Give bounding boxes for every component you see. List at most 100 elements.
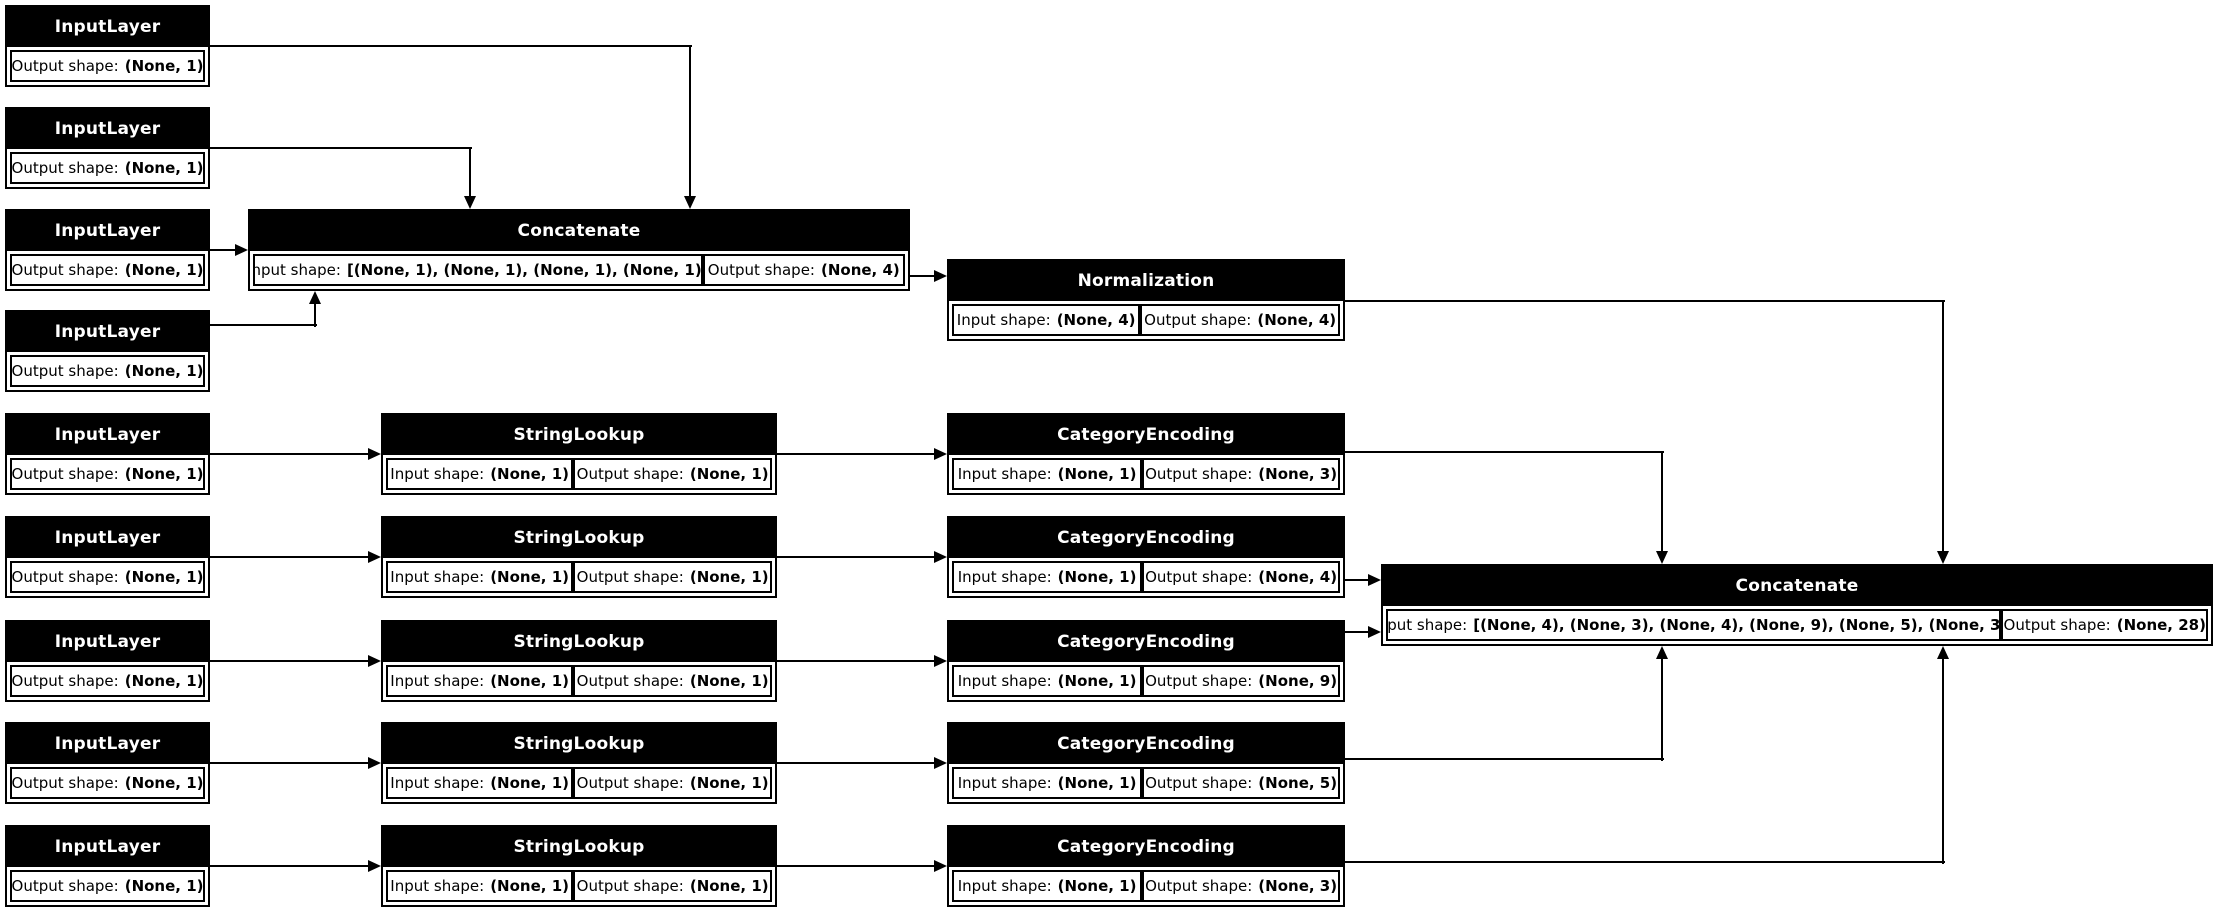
layer-type-label: StringLookup <box>513 734 645 754</box>
layer-type-label: CategoryEncoding <box>1057 734 1235 754</box>
edge-line <box>1942 301 1944 556</box>
shape-label: Input shape: <box>957 877 1052 895</box>
output-shape-cell: Output shape:(None, 4) <box>1140 304 1340 336</box>
shape-value: (None, 4) <box>820 261 900 279</box>
edge-arrowhead-icon <box>934 757 947 769</box>
input-shape-cell: Input shape:(None, 1) <box>386 561 574 593</box>
output-shape-cell: Output shape:(None, 3) <box>1142 458 1340 490</box>
output-shape-cell: Output shape:(None, 1) <box>573 458 772 490</box>
shape-value: (None, 5) <box>1258 774 1338 792</box>
shape-label: Output shape: <box>11 159 119 177</box>
edge-arrowhead-icon <box>1656 551 1668 564</box>
shape-cells-row: Output shape:(None, 1) <box>7 764 208 802</box>
shape-value: (None, 1) <box>124 672 204 690</box>
output-shape-cell: Output shape:(None, 9) <box>1142 665 1340 697</box>
shape-label: Input shape: <box>957 465 1052 483</box>
layer-type-label: InputLayer <box>54 632 161 652</box>
shape-value: [(None, 1), (None, 1), (None, 1), (None,… <box>346 261 703 279</box>
edge-line <box>777 453 939 455</box>
layer-type-label: InputLayer <box>54 528 161 548</box>
layer-type-label: InputLayer <box>54 119 161 139</box>
shape-cells-row: Input shape:(None, 1)Output shape:(None,… <box>383 455 775 493</box>
edge-arrowhead-icon <box>368 757 381 769</box>
output-shape-cell: Output shape:(None, 1) <box>10 254 205 286</box>
shape-value: (None, 4) <box>1257 311 1337 329</box>
shape-value: (None, 1) <box>490 774 569 792</box>
input-shape-cell: Input shape: (None, 1) <box>386 870 574 902</box>
edge-arrowhead-icon <box>464 196 476 209</box>
edge-arrowhead-icon <box>934 860 947 872</box>
shape-value: (None, 1) <box>1057 672 1137 690</box>
shape-cells-row: Input shape:(None, 1)Output shape:(None,… <box>949 558 1343 596</box>
edge-line <box>210 45 692 47</box>
shape-label: Output shape: <box>576 877 684 895</box>
shape-value: (None, 1) <box>124 568 204 586</box>
shape-value: (None, 3) <box>1258 877 1338 895</box>
shape-cells-row: Input shape:[(None, 4), (None, 3), (None… <box>1383 606 2211 644</box>
edge-line <box>1942 656 1944 864</box>
edge-line <box>1345 300 1945 302</box>
edge-line <box>1345 631 1373 633</box>
layer-type-label: Normalization <box>1077 271 1215 291</box>
output-shape-cell: Output shape:(None, 1) <box>10 458 205 490</box>
edge-line <box>210 865 373 867</box>
edge-line <box>1345 451 1664 453</box>
edge-line <box>210 453 373 455</box>
shape-label: Input shape: <box>390 877 485 895</box>
layer-type-label: CategoryEncoding <box>1057 528 1235 548</box>
shape-cells-row: Output shape:(None, 1) <box>7 662 208 700</box>
edge-arrowhead-icon <box>235 244 248 256</box>
edge-arrowhead-icon <box>1368 574 1381 586</box>
shape-value: (None, 1) <box>124 774 204 792</box>
edge-line <box>1661 656 1663 761</box>
input-shape-cell: Input shape:(None, 1) <box>386 767 574 799</box>
shape-value: (None, 1) <box>490 877 569 895</box>
shape-value: (None, 1) <box>124 159 204 177</box>
shape-label: Input shape: <box>253 261 341 279</box>
edge-line <box>314 301 316 327</box>
output-shape-cell: Output shape:(None, 1) <box>573 767 772 799</box>
shape-value: (None, 1) <box>1057 877 1137 895</box>
output-shape-cell: Output shape:(None, 5) <box>1142 767 1340 799</box>
shape-cells-row: Input shape: (None, 1)Output shape: (None,… <box>383 867 775 905</box>
shape-value: (None, 1) <box>689 774 769 792</box>
input-shape-cell: Input shape:(None, 1) <box>386 458 574 490</box>
layer-type-label: CategoryEncoding <box>1057 632 1235 652</box>
output-shape-cell: Output shape:(None, 1) <box>10 355 205 387</box>
input-shape-cell: Input shape:[(None, 4), (None, 3), (None… <box>1386 609 2002 641</box>
shape-value: (None, 1) <box>689 672 769 690</box>
output-shape-cell: Output shape:(None, 1) <box>573 665 772 697</box>
edge-line <box>1345 758 1664 760</box>
shape-value: (None, 1) <box>124 57 204 75</box>
output-shape-cell: Output shape:(None, 1) <box>10 665 205 697</box>
shape-label: Input shape: <box>956 311 1051 329</box>
edge-line <box>689 46 691 201</box>
edge-line <box>210 324 317 326</box>
edge-arrowhead-icon <box>934 270 947 282</box>
edge-arrowhead-icon <box>684 196 696 209</box>
shape-value: (None, 4) <box>1258 568 1338 586</box>
output-shape-cell: Output shape:(None, 4) <box>702 254 905 286</box>
output-shape-cell: Output shape:(None, 1) <box>10 870 205 902</box>
shape-label: Input shape: <box>390 465 485 483</box>
edge-line <box>777 556 939 558</box>
shape-value: [(None, 4), (None, 3), (None, 4), (None,… <box>1473 616 2002 634</box>
shape-value: (None, 1) <box>689 568 769 586</box>
shape-cells-row: Output shape: (None, 1) <box>7 149 208 187</box>
input-shape-cell: Input shape:(None, 4) <box>952 304 1141 336</box>
edge-arrowhead-icon <box>934 551 947 563</box>
input-shape-cell: Input shape: [(None, 1), (None, 1), (None… <box>253 254 703 286</box>
layer-type-label: Concatenate <box>517 221 641 241</box>
shape-label: Output shape: <box>1145 877 1253 895</box>
shape-cells-row: Output shape:(None, 1) <box>7 558 208 596</box>
shape-cells-row: Input shape:(None, 1)Output shape:(None,… <box>949 662 1343 700</box>
edge-line <box>777 660 939 662</box>
